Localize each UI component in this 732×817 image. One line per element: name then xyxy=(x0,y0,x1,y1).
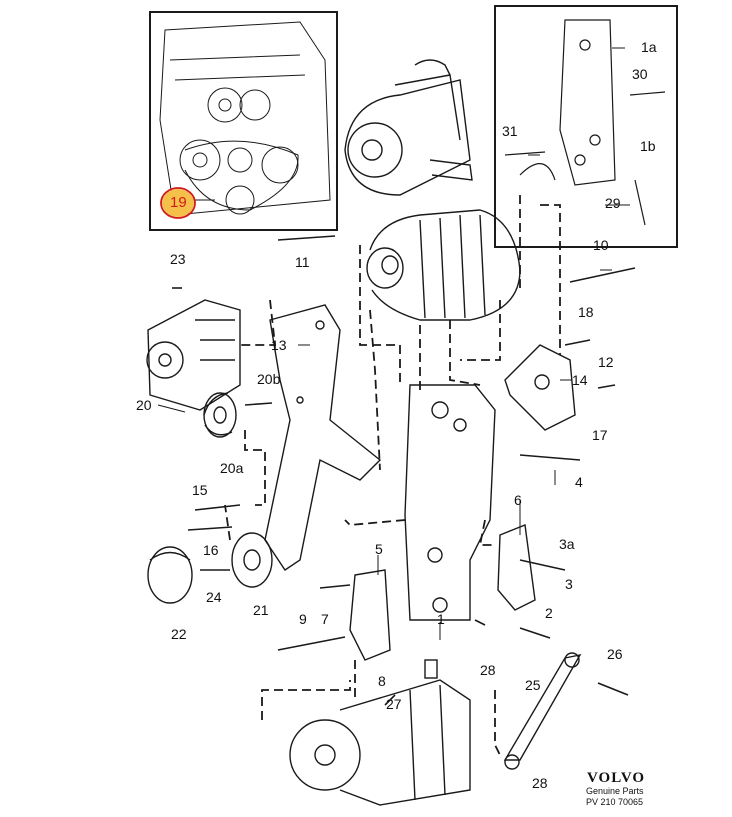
callout-13: 13 xyxy=(271,337,287,353)
callout-12: 12 xyxy=(598,354,614,370)
callout-22: 22 xyxy=(171,626,187,642)
callout-6: 6 xyxy=(514,492,522,508)
volvo-logo: VOLVO xyxy=(587,770,646,786)
idler-pulley-20a xyxy=(203,392,237,438)
bracket-5 xyxy=(349,569,391,661)
bracket-assembly-sketch xyxy=(504,19,666,226)
callout-31: 31 xyxy=(502,123,518,139)
leader-lines xyxy=(157,47,630,640)
callout-15: 15 xyxy=(192,482,208,498)
callout-27: 27 xyxy=(386,696,402,712)
pump-bracket-assembly xyxy=(146,299,241,411)
pulley-21 xyxy=(231,532,273,588)
callout-26: 26 xyxy=(607,646,623,662)
engine-inset-frame xyxy=(149,11,338,231)
callout-11: 11 xyxy=(295,254,310,270)
main-bracket xyxy=(404,384,496,621)
callout-18: 18 xyxy=(578,304,594,320)
callout-23: 23 xyxy=(170,251,186,267)
callout-20: 20 xyxy=(136,397,152,413)
callout-8: 8 xyxy=(378,673,386,689)
callout-5: 5 xyxy=(375,541,383,557)
engine-overview-sketch xyxy=(159,21,331,216)
stay-bar-25 xyxy=(503,652,582,770)
cover-22 xyxy=(147,546,193,604)
part-reference-label: PV 210 70065 xyxy=(586,797,644,807)
callout-14: 14 xyxy=(572,372,588,388)
mounting-plate xyxy=(264,304,382,571)
callout-30: 30 xyxy=(632,66,648,82)
callout-3a-lower: 3 xyxy=(565,576,573,592)
callout-2: 2 xyxy=(545,605,553,621)
alternator xyxy=(366,209,521,321)
callout-10: 10 xyxy=(593,237,609,253)
bracket-inset-frame xyxy=(494,5,678,248)
callout-19[interactable]: 19 xyxy=(170,194,187,211)
bracket-6 xyxy=(497,524,536,611)
callout-9: 9 xyxy=(299,611,307,627)
callout-1b: 1b xyxy=(640,138,656,154)
callout-21: 21 xyxy=(253,602,269,618)
genuine-parts-label: Genuine Parts xyxy=(586,786,644,796)
callout-25: 25 xyxy=(525,677,541,693)
callout-7: 7 xyxy=(321,611,329,627)
callout-20a: 20a xyxy=(220,460,244,476)
callout-1a: 1a xyxy=(641,39,657,55)
power-steering-pump xyxy=(344,59,473,196)
bracket-14 xyxy=(504,344,576,431)
callout-1: 1 xyxy=(437,611,445,627)
callout-29: 29 xyxy=(605,195,621,211)
bolts xyxy=(172,235,636,706)
callout-28-upper: 28 xyxy=(480,662,496,678)
callout-28-lower: 28 xyxy=(532,775,548,791)
callout-20b: 20b xyxy=(257,371,281,387)
callout-24: 24 xyxy=(206,589,222,605)
highlight-callout-19[interactable] xyxy=(160,187,196,219)
ac-compressor xyxy=(289,659,471,806)
alignment-guides xyxy=(224,195,561,756)
callout-3a: 3a xyxy=(559,536,575,552)
callout-4a: 4 xyxy=(575,474,583,490)
callout-17: 17 xyxy=(592,427,608,443)
callout-16: 16 xyxy=(203,542,219,558)
